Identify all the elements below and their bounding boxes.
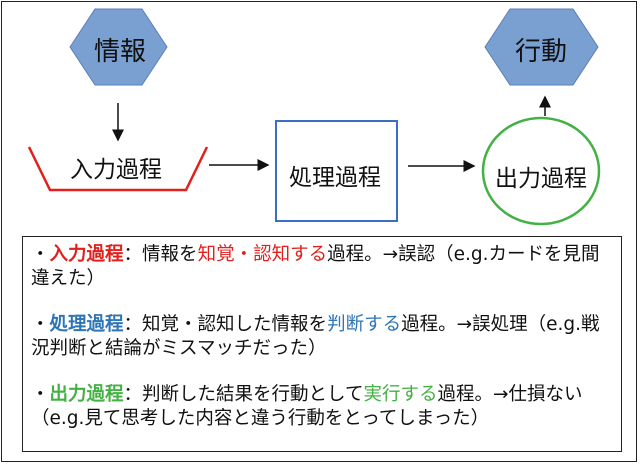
text-post: 過程。→誤処理（e.g.戦況判断と結論がミスマッチだった） bbox=[31, 314, 600, 359]
colon: ： bbox=[123, 244, 143, 265]
term-process: 処理過程 bbox=[49, 314, 124, 335]
description-process: ・処理過程：知覚・認知した情報を判断する過程。→誤処理（e.g.戦況判断と結論が… bbox=[31, 313, 611, 361]
output-label: 出力過程 bbox=[495, 166, 587, 192]
info-hexagon bbox=[69, 8, 168, 86]
text-pre: 知覚・認知した情報を bbox=[142, 314, 328, 335]
text-post: 過程。→誤認（e.g.カードを見間違えた） bbox=[31, 244, 600, 289]
input-trapezoid bbox=[27, 146, 209, 192]
highlight-perceive: 知覚・認知する bbox=[197, 244, 328, 265]
highlight-execute: 実行する bbox=[363, 384, 438, 405]
term-output: 出力過程 bbox=[49, 384, 124, 405]
description-input: ・入力過程：情報を知覚・認知する過程。→誤認（e.g.カードを見間違えた） bbox=[31, 243, 611, 291]
info-label: 情報 bbox=[94, 37, 147, 67]
colon: ： bbox=[123, 384, 143, 405]
process-box bbox=[275, 120, 398, 222]
description-box: ・入力過程：情報を知覚・認知する過程。→誤認（e.g.カードを見間違えた） ・処… bbox=[22, 236, 622, 452]
text-post: 過程。→仕損ない（e.g.見て思考した内容と違う行動をとってしまった） bbox=[31, 384, 583, 429]
bullet: ・ bbox=[31, 384, 50, 405]
output-circle bbox=[481, 116, 601, 226]
action-hexagon bbox=[484, 8, 599, 86]
action-label: 行動 bbox=[515, 37, 568, 67]
bullet: ・ bbox=[31, 244, 50, 265]
text-pre: 判断した結果を行動として bbox=[142, 384, 364, 405]
colon: ： bbox=[123, 314, 143, 335]
input-label: 入力過程 bbox=[70, 157, 162, 183]
process-label: 処理過程 bbox=[289, 165, 381, 191]
description-output: ・出力過程：判断した結果を行動として実行する過程。→仕損ない（e.g.見て思考し… bbox=[31, 383, 611, 431]
term-input: 入力過程 bbox=[49, 244, 124, 265]
bullet: ・ bbox=[31, 314, 50, 335]
highlight-judge: 判断する bbox=[327, 314, 402, 335]
text-pre: 情報を bbox=[142, 244, 198, 265]
